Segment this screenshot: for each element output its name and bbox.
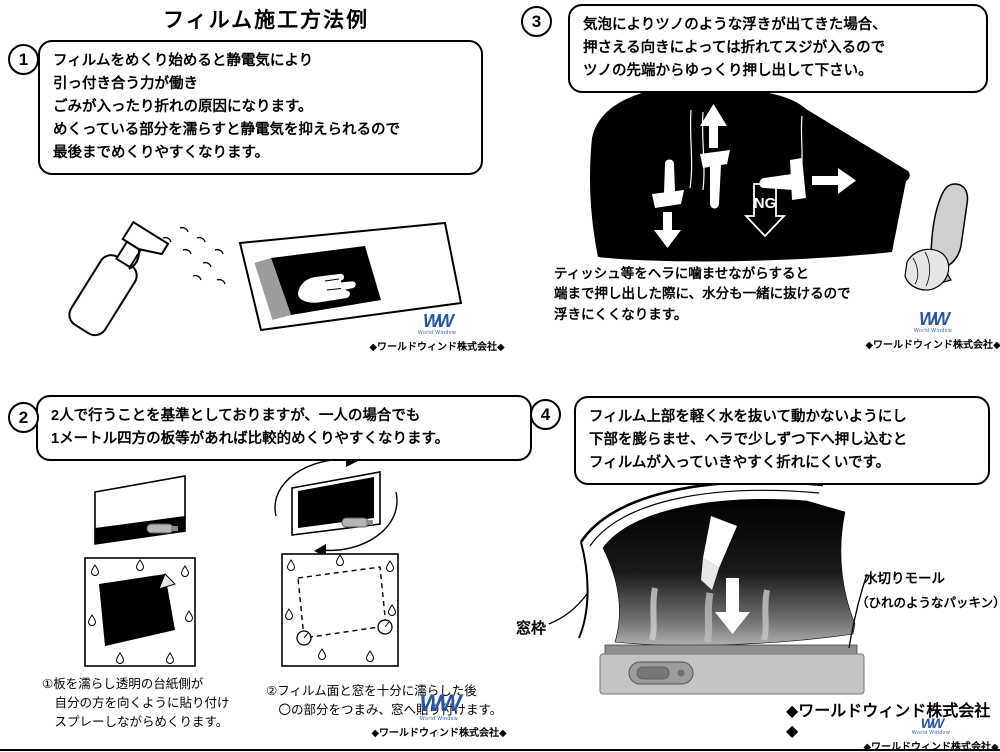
worldwind-logo: WW World Window ◆ワールドウィンド株式会社◆: [369, 311, 505, 353]
company-name: ◆ワールドウィンド株式会社◆: [369, 342, 505, 353]
molding-sublabel: （ひれのようなパッキン）: [856, 596, 1000, 610]
company-name: ◆ワールドウィンド株式会社◆: [371, 728, 507, 739]
worldwind-logo: WW World Window ◆ワールドウィンド株式会社◆: [863, 715, 999, 752]
step2-illustration: [84, 454, 399, 667]
window-film-illustration: NG: [590, 76, 910, 262]
step4-number: 4: [530, 399, 561, 430]
ww-logo-icon: WW: [919, 309, 950, 329]
ng-direction-arrow: [743, 183, 787, 238]
step1-number: 1: [8, 44, 39, 75]
window-frame-label: 窓枠: [516, 620, 547, 637]
backing-paper-illustration: [84, 557, 196, 667]
squeegee-up-icon: [700, 104, 730, 209]
step2-caption-1: ①板を濡らし透明の台紙側が 自分の方を向くように貼り付け スプレーしながらめくり…: [42, 677, 230, 729]
drip-molding: [604, 644, 858, 655]
board-with-film-illustration: [94, 475, 186, 545]
door-handle-icon: [628, 661, 694, 685]
pinch-point-markers: [296, 619, 393, 646]
squeegee-right-icon: [759, 158, 856, 200]
company-name-large: ◆ワールドウィンド株式会社◆: [786, 703, 991, 740]
step2-instruction-bubble: 2人で行うことを基準としておりますが、一人の場合でも 1メートル四方の板等があれ…: [36, 395, 532, 461]
step1-instruction-bubble: フィルムをめくり始めると静電気により 引っ付き合う力が働き ごみが入ったり折れの…: [38, 40, 483, 175]
car-door-illustration: [548, 480, 868, 695]
step3-number: 3: [521, 6, 552, 37]
molding-pointer-line: [848, 573, 868, 649]
worldwind-logo: WW World Window ◆ワールドウィンド株式会社◆: [371, 690, 507, 740]
ww-logo-subtext: World Window: [417, 330, 457, 336]
step4-illustration: [548, 480, 868, 695]
company-name: ◆ワールドウィンド株式会社◆: [863, 742, 999, 752]
sprayer-icon: [146, 523, 178, 534]
company-name: ◆ワールドウィンド株式会社◆: [865, 340, 1000, 351]
window-frame-pointer-line: [548, 593, 588, 625]
squeegee-with-tissue-illustration: [904, 183, 969, 291]
hand-illustration: [296, 272, 358, 305]
worldwind-logo: WW World Window ◆ワールドウィンド株式会社◆: [865, 309, 1000, 351]
window-film: [602, 499, 856, 646]
ww-logo-icon: WW: [423, 311, 454, 331]
ww-logo-subtext: World Window: [913, 328, 953, 334]
squeegee-icon: [701, 516, 737, 590]
step3-illustration: NG: [590, 76, 969, 291]
step3-instruction-bubble: 気泡によりツノのような浮きが出てきた場合、 押さえる向きによっては折れてスジが入…: [568, 4, 988, 93]
window-position-illustration: [281, 553, 399, 667]
ww-logo-subtext: World Window: [911, 730, 951, 736]
ng-label: NG: [754, 195, 777, 212]
down-arrow-icon: [715, 578, 750, 634]
step1-illustration: [68, 220, 463, 337]
spray-mist-icon: [162, 226, 226, 285]
molding-label: 水切りモール: [864, 571, 945, 586]
step2-caption-2: ②フィルム面と窓を十分に濡らした後 〇の部分をつまみ、窓へ貼り付けます。: [266, 684, 503, 717]
ww-logo-icon: WW: [920, 715, 945, 731]
step3-caption: ティッシュ等をヘラに噛ませながらすると 端まで押し出した際に、水分も一緒に抜ける…: [554, 266, 851, 322]
page-title: フィルム施工方法例: [163, 9, 370, 32]
page-bottom-rule: [0, 749, 1000, 751]
sprayer-icon: [341, 517, 373, 528]
ww-logo-subtext: World Window: [419, 716, 459, 722]
step4-instruction-bubble: フィルム上部を軽く水を抜いて動かないようにし 下部を膨らませ、ヘラで少しずつ下へ…: [574, 396, 990, 485]
squeegee-down-icon: [652, 159, 684, 248]
step2-number: 2: [8, 402, 39, 433]
film-on-board-illustration: [274, 454, 398, 557]
ww-logo-icon: WW: [419, 690, 461, 717]
spray-bottle-icon: [68, 220, 170, 337]
